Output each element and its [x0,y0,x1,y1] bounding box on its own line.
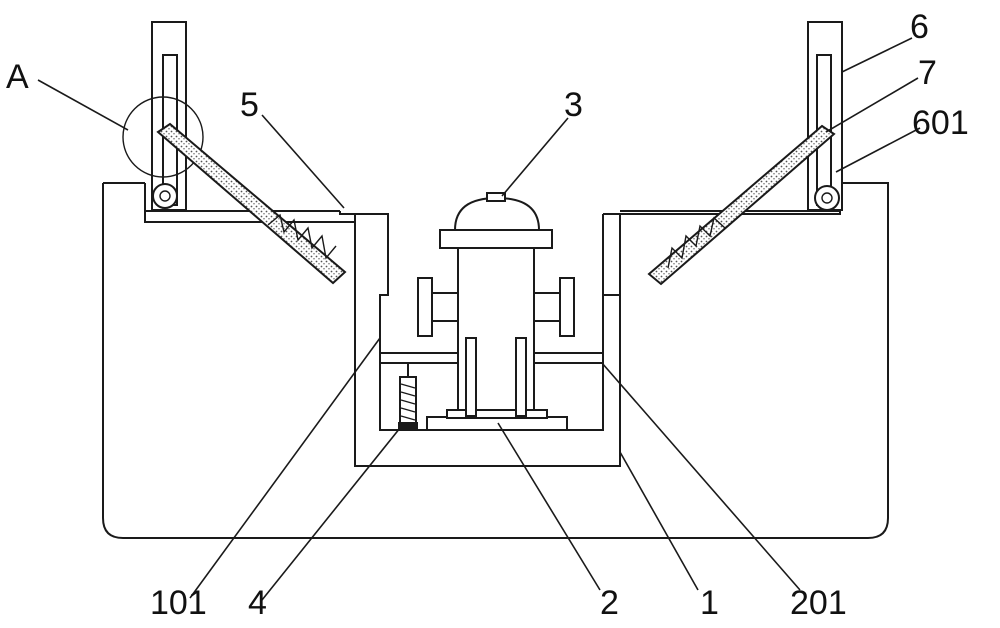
right-post [807,21,843,211]
label-101: 101 [150,584,207,622]
left-top-plate [144,183,841,467]
right-filter-screen [647,124,836,286]
tank-body [102,182,889,539]
label-3: 3 [564,86,583,124]
label-5: 5 [240,86,259,124]
label-2: 2 [600,584,619,622]
label-1: 1 [700,584,719,622]
left-filter-screen [156,122,347,285]
detail-circle-A [122,96,204,178]
label-201: 201 [790,584,847,622]
label-601: 601 [912,104,969,142]
base-inner [446,409,548,419]
label-6: 6 [910,8,929,46]
label-4: 4 [248,584,267,622]
left-post [122,21,204,211]
spring-assembly [398,363,418,430]
label-7: 7 [918,54,937,92]
leader-lines [37,37,921,601]
label-A: A [6,58,29,96]
hydrant-body [417,192,575,417]
